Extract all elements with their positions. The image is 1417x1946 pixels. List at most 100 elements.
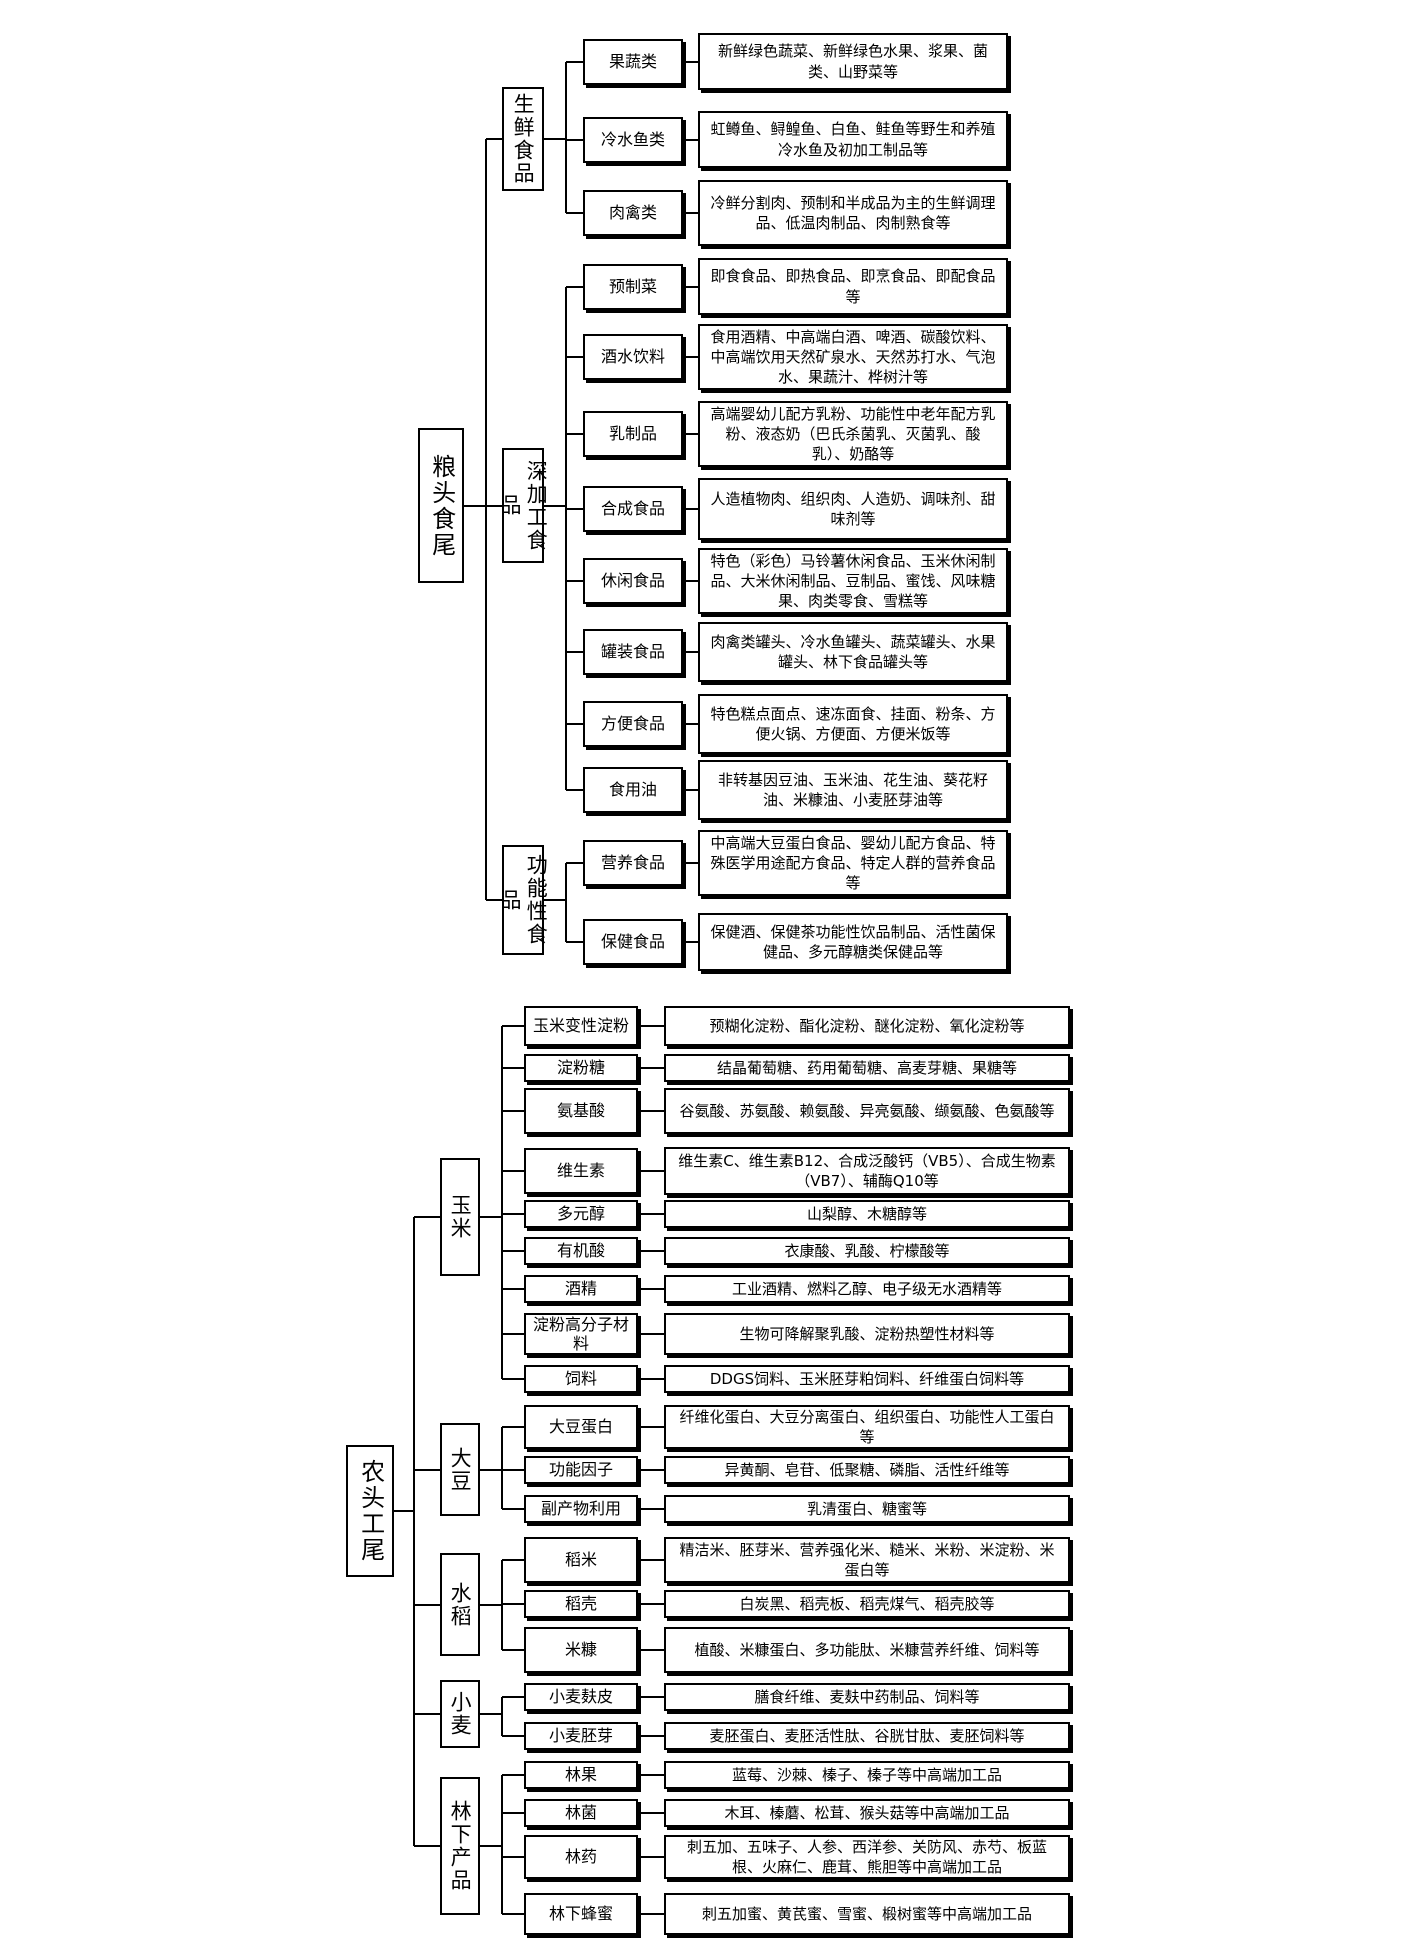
description-node-text: 精洁米、胚芽米、营养强化米、糙米、米粉、米淀粉、米蛋白等	[679, 1540, 1055, 1579]
category-node-box: 酒精	[524, 1275, 638, 1303]
connector-line	[683, 285, 698, 288]
connector-line	[414, 1468, 440, 1471]
description-node-box: 冷鲜分割肉、预制和半成品为主的生鲜调理品、低温肉制品、肉制熟食等	[698, 180, 1008, 246]
group-node-label: 水稻	[448, 1581, 473, 1628]
connector-line	[501, 1560, 503, 1650]
category-node-label: 罐装食品	[600, 642, 665, 662]
category-node-box: 有机酸	[524, 1237, 638, 1265]
connector-line	[502, 1213, 524, 1215]
root-node-box: 粮头食尾	[418, 428, 464, 583]
connector-line	[638, 1426, 664, 1428]
category-node-box: 林药	[524, 1835, 638, 1879]
connector-line	[683, 212, 698, 214]
connector-line	[566, 138, 583, 141]
description-node-text: 膳食纤维、麦麸中药制品、饲料等	[754, 1687, 980, 1706]
description-node-box: 异黄酮、皂苷、低聚糖、磷脂、活性纤维等	[664, 1456, 1070, 1484]
category-node-box: 稻壳	[524, 1590, 638, 1618]
description-node-text: 即食食品、即热食品、即烹食品、即配食品等	[710, 267, 996, 306]
description-node-text: 虹鳟鱼、鲟鳇鱼、白鱼、鲑鱼等野生和养殖冷水鱼及初加工制品等	[710, 120, 996, 159]
description-node-box: 维生素C、维生素B12、合成泛酸钙（VB5）、合成生物素（VB7）、辅酶Q10等	[664, 1147, 1070, 1195]
category-node-box: 肉禽类	[583, 190, 683, 236]
category-node-box: 食用油	[583, 767, 683, 813]
category-node-box: 小麦胚芽	[524, 1722, 638, 1750]
connector-line	[566, 356, 583, 358]
connector-line	[638, 1250, 664, 1252]
connector-line	[683, 60, 698, 63]
group-node-box: 玉米	[440, 1158, 480, 1276]
connector-line	[638, 1288, 664, 1290]
description-node-box: 木耳、榛蘑、松茸、猴头菇等中高端加工品	[664, 1799, 1070, 1827]
description-node-text: 维生素C、维生素B12、合成泛酸钙（VB5）、合成生物素（VB7）、辅酶Q10等	[678, 1151, 1056, 1190]
category-node-label: 有机酸	[556, 1241, 605, 1261]
connector-line	[638, 1812, 664, 1814]
connector-line	[502, 1250, 524, 1252]
connector-line	[683, 356, 698, 358]
description-node-box: 精洁米、胚芽米、营养强化米、糙米、米粉、米淀粉、米蛋白等	[664, 1537, 1070, 1583]
description-node-text: 异黄酮、皂苷、低聚糖、磷脂、活性纤维等	[724, 1460, 1010, 1479]
description-node-box: 高端婴幼儿配方乳粉、功能性中老年配方乳粉、液态奶（巴氏杀菌乳、灭菌乳、酸乳）、奶…	[698, 401, 1008, 467]
category-node-label: 林药	[564, 1847, 597, 1867]
description-node-text: 肉禽类罐头、冷水鱼罐头、蔬菜罐头、水果罐头、林下食品罐头等	[710, 632, 996, 671]
connector-line	[638, 1856, 664, 1858]
connector-line	[544, 138, 566, 140]
category-node-label: 冷水鱼类	[600, 129, 665, 149]
category-node-label: 稻壳	[564, 1594, 597, 1614]
description-node-box: 蓝莓、沙棘、榛子、榛子等中高端加工品	[664, 1761, 1070, 1789]
connector-line	[683, 508, 698, 510]
connector-line	[683, 433, 698, 435]
connector-line	[394, 1510, 414, 1512]
connector-line	[566, 941, 583, 943]
category-node-label: 副产物利用	[540, 1499, 621, 1519]
connector-line	[486, 504, 502, 507]
description-node-text: 非转基因豆油、玉米油、花生油、葵花籽油、米糠油、小麦胚芽油等	[717, 770, 988, 809]
description-node-box: 肉禽类罐头、冷水鱼罐头、蔬菜罐头、水果罐头、林下食品罐头等	[698, 622, 1008, 682]
connector-line	[683, 789, 698, 791]
connector-line	[565, 863, 567, 942]
description-node-text: 中高端大豆蛋白食品、婴幼儿配方食品、特殊医学用途配方食品、特定人群的营养食品等	[710, 833, 996, 893]
category-node-box: 小麦麸皮	[524, 1683, 638, 1711]
description-node-box: 膳食纤维、麦麸中药制品、饲料等	[664, 1683, 1070, 1711]
connector-line	[502, 1110, 524, 1112]
category-node-box: 米糠	[524, 1627, 638, 1673]
description-node-box: 特色（彩色）马铃薯休闲食品、玉米休闲制品、大米休闲制品、豆制品、蜜饯、风味糖果、…	[698, 548, 1008, 614]
category-node-box: 多元醇	[524, 1200, 638, 1228]
description-node-text: 高端婴幼儿配方乳粉、功能性中老年配方乳粉、液态奶（巴氏杀菌乳、灭菌乳、酸乳）、奶…	[710, 404, 996, 464]
category-node-label: 肉禽类	[608, 203, 657, 223]
group-node-label: 玉米	[448, 1194, 473, 1240]
connector-line	[502, 1508, 524, 1510]
category-node-box: 饲料	[524, 1365, 638, 1393]
category-node-box: 酒水饮料	[583, 334, 683, 380]
description-node-box: 谷氨酸、苏氨酸、赖氨酸、异亮氨酸、缬氨酸、色氨酸等	[664, 1088, 1070, 1134]
category-node-box: 氨基酸	[524, 1088, 638, 1134]
connector-line	[501, 1697, 503, 1736]
connector-line	[464, 504, 486, 507]
category-node-label: 小麦麸皮	[548, 1687, 613, 1707]
connector-line	[566, 862, 583, 864]
category-node-box: 合成食品	[583, 486, 683, 532]
connector-line	[683, 941, 698, 943]
category-node-label: 淀粉糖	[556, 1058, 605, 1078]
category-node-box: 副产物利用	[524, 1495, 638, 1523]
connector-line	[638, 1696, 664, 1698]
root-node-label: 粮头食尾	[427, 453, 456, 558]
description-node-text: 谷氨酸、苏氨酸、赖氨酸、异亮氨酸、缬氨酸、色氨酸等	[679, 1101, 1055, 1120]
connector-line	[501, 1026, 503, 1379]
description-node-text: 乳清蛋白、糖蜜等	[806, 1499, 927, 1518]
connector-line	[638, 1508, 664, 1510]
connector-line	[638, 1559, 664, 1561]
description-node-text: 冷鲜分割肉、预制和半成品为主的生鲜调理品、低温肉制品、肉制熟食等	[710, 193, 996, 232]
connector-line	[414, 1845, 440, 1847]
description-node-box: 虹鳟鱼、鲟鳇鱼、白鱼、鲑鱼等野生和养殖冷水鱼及初加工制品等	[698, 111, 1008, 168]
connector-line	[502, 1696, 524, 1698]
category-node-label: 淀粉高分子材料	[532, 1314, 629, 1353]
connector-line	[683, 651, 698, 653]
description-node-box: 预糊化淀粉、酯化淀粉、醚化淀粉、氧化淀粉等	[664, 1006, 1070, 1046]
category-node-label: 果蔬类	[608, 51, 657, 71]
connector-line	[502, 1603, 524, 1605]
connector-line	[502, 1735, 524, 1737]
connector-line	[638, 1213, 664, 1215]
description-node-text: 木耳、榛蘑、松茸、猴头菇等中高端加工品	[724, 1803, 1010, 1822]
connector-line	[638, 1170, 664, 1172]
connector-line	[566, 212, 583, 214]
connector-line	[502, 1170, 524, 1172]
